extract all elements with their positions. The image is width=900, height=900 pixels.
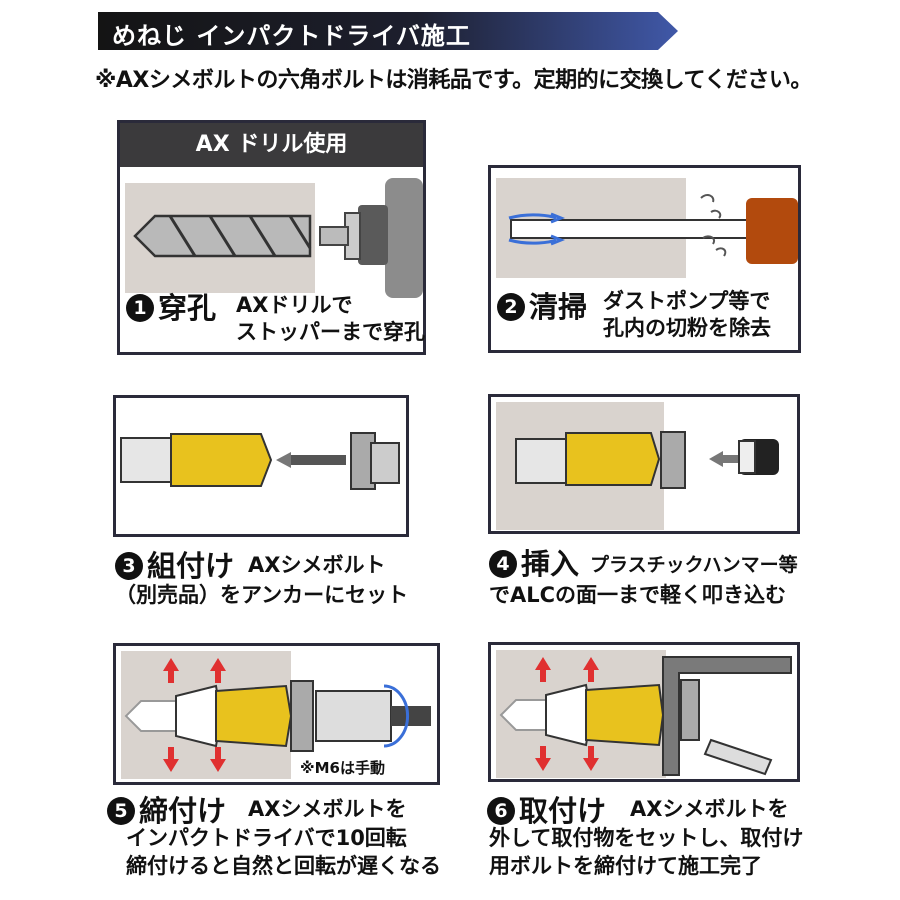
insertion-illustration xyxy=(496,402,779,530)
step3-panel xyxy=(113,395,409,537)
step5-panel: ※M6は手動 xyxy=(113,643,440,785)
m6-manual-note: ※M6は手動 xyxy=(300,759,385,777)
drill-panel-header: AX ドリル使用 xyxy=(120,123,423,167)
consumable-notice: ※AXシメボルトの六角ボルトは消耗品です。定期的に交換してください。 xyxy=(95,68,812,93)
drilling-illustration xyxy=(125,178,423,298)
step3-desc-line1: AXシメボルト xyxy=(248,553,386,577)
step3-number: 3 xyxy=(115,552,143,580)
step3-desc-line2: （別売品）をアンカーにセット xyxy=(115,583,409,607)
banner-shape xyxy=(98,12,678,50)
step4-panel xyxy=(488,394,800,534)
step6-desc-line2: 外して取付物をセットし、取付け xyxy=(489,826,804,850)
step5-desc-line1: AXシメボルトを xyxy=(248,797,407,821)
assembly-illustration xyxy=(120,432,400,490)
step5-desc-line3: 締付けると自然と回転が遅くなる xyxy=(126,854,441,878)
step6-desc-line1: AXシメボルトを xyxy=(630,797,789,821)
step4-desc-line1: プラスチックハンマー等 xyxy=(590,554,798,576)
step6-desc-line3: 用ボルトを締付けて施工完了 xyxy=(489,854,762,878)
page-title: めねじ インパクトドライバ施工 xyxy=(112,22,471,50)
step2-description: ダストポンプ等で 孔内の切粉を除去 xyxy=(603,289,771,340)
step6-panel xyxy=(488,642,800,782)
step5-number: 5 xyxy=(107,797,135,825)
step6-number: 6 xyxy=(487,797,515,825)
step4-desc-line2: でALCの面一まで軽く叩き込む xyxy=(489,583,787,607)
tightening-illustration xyxy=(121,651,431,779)
step4-number: 4 xyxy=(489,550,517,578)
attachment-illustration xyxy=(496,650,792,778)
step5-desc-line2: インパクトドライバで10回転 xyxy=(126,826,407,850)
step1-description: AXドリルで ストッパーまで穿孔 xyxy=(236,293,425,344)
title-banner: めねじ インパクトドライバ施工 xyxy=(98,12,678,50)
step1-number: 1 xyxy=(126,294,154,322)
cleaning-illustration xyxy=(496,178,798,278)
step2-number: 2 xyxy=(497,293,525,321)
